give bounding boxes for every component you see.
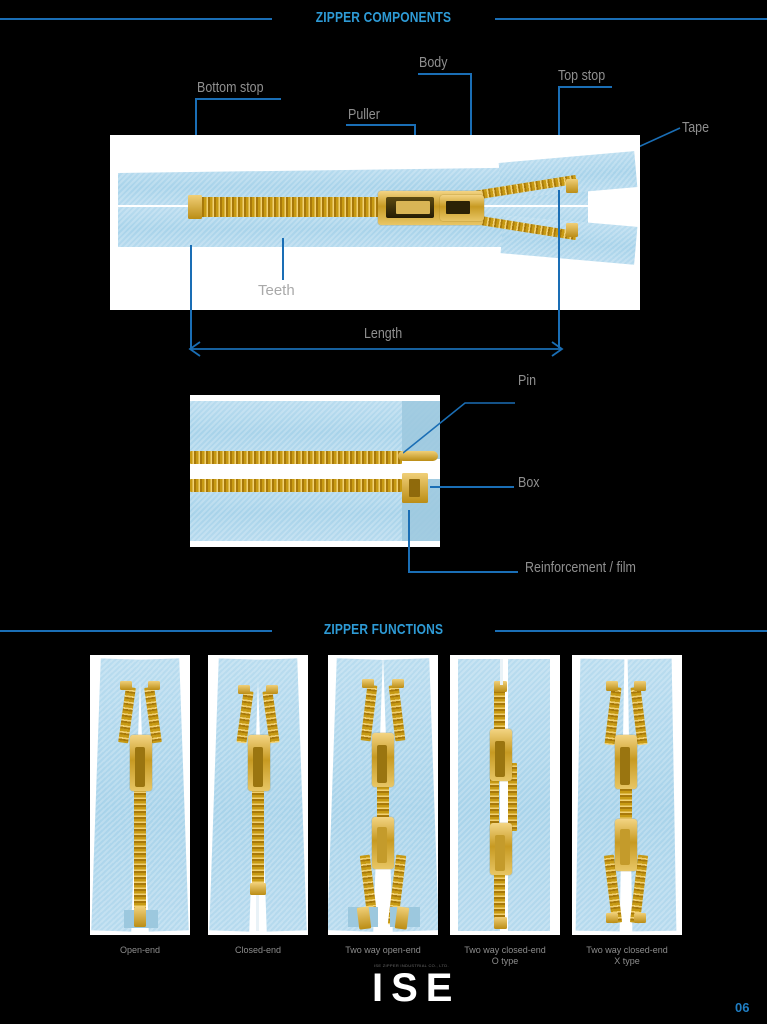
leader-pin	[403, 402, 515, 454]
header-rule-right	[495, 18, 767, 20]
function-caption-two-way-open-end: Two way open-end	[345, 945, 421, 955]
label-length: Length	[364, 326, 403, 342]
leader-puller-h	[346, 124, 414, 126]
section-title-zipper-components: ZIPPER COMPONENTS	[315, 9, 452, 26]
function-caption-open-end: Open-end	[119, 945, 161, 955]
label-reinforcement: Reinforcement / film	[525, 560, 636, 576]
leader-bottom-stop-h	[195, 98, 281, 100]
page-number: 06	[735, 1000, 750, 1015]
function-photo-two-way-closed-end-x	[572, 655, 682, 935]
function-photo-two-way-closed-end-o	[450, 655, 560, 935]
label-pin: Pin	[518, 373, 537, 389]
function-photo-open-end	[90, 655, 190, 935]
zipper-components-photo	[110, 135, 640, 310]
header-rule-left-2	[0, 630, 272, 632]
function-photo-closed-end	[208, 655, 308, 935]
label-teeth: Teeth	[258, 282, 295, 299]
section-header-components: ZIPPER COMPONENTS	[0, 6, 767, 32]
function-caption-closed-end: Closed-end	[234, 945, 282, 955]
section-title-zipper-functions: ZIPPER FUNCTIONS	[323, 621, 444, 638]
length-extension-left	[190, 245, 192, 348]
function-caption-two-way-closed-end-o: Two way closed-end O type	[464, 945, 546, 966]
function-caption-two-way-closed-end-x: Two way closed-end X type	[586, 945, 668, 966]
label-bottom-stop: Bottom stop	[197, 80, 264, 96]
label-box: Box	[518, 475, 540, 491]
label-puller: Puller	[348, 107, 380, 123]
label-top-stop: Top stop	[558, 68, 606, 84]
label-body: Body	[419, 55, 448, 71]
leader-body-h	[418, 73, 470, 75]
ise-logo: ISE	[372, 966, 461, 1010]
leader-teeth-v	[282, 238, 284, 280]
length-extension-right	[558, 190, 560, 348]
label-tape: Tape	[682, 120, 710, 136]
section-header-functions: ZIPPER FUNCTIONS	[0, 618, 767, 644]
logo-subtitle: ISE ZIPPER INDUSTRIAL CO., LTD.	[374, 963, 449, 968]
header-rule-left	[0, 18, 272, 20]
zipper-detail-photo	[190, 395, 440, 547]
leader-reinforcement-v	[408, 510, 410, 572]
leader-top-stop-h	[558, 86, 612, 88]
leader-reinforcement-h	[408, 571, 518, 573]
header-rule-right-2	[495, 630, 767, 632]
function-photo-two-way-open-end	[328, 655, 438, 935]
length-dimension-arrow	[188, 341, 564, 357]
leader-box-h	[430, 486, 514, 488]
